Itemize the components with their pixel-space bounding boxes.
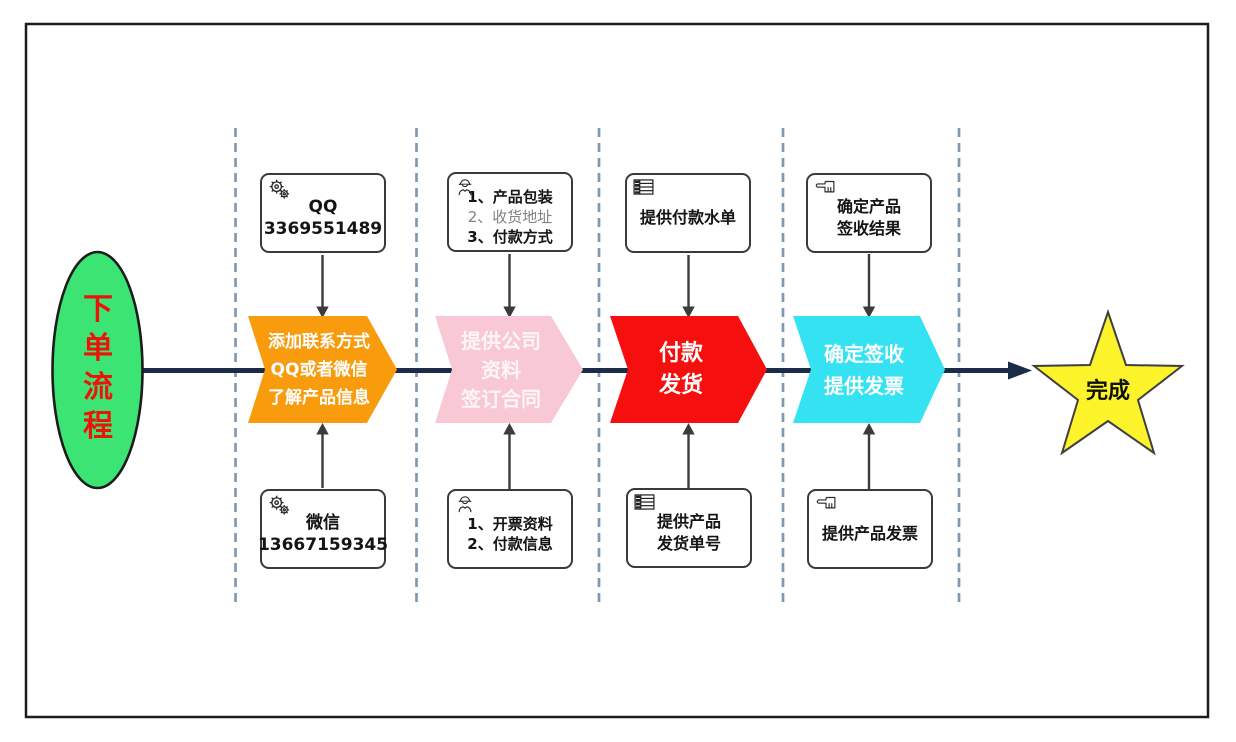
start-node	[51, 250, 144, 490]
note-line: 确定产品	[836, 197, 901, 216]
connector-top-1	[316, 255, 329, 318]
engineer-icon	[455, 495, 475, 513]
connector-bottom-2	[503, 423, 516, 489]
note-line: 提供付款水单	[639, 208, 736, 227]
connector-top-3	[682, 255, 695, 318]
diagram-border	[24, 22, 1210, 719]
note-line: 3369551489	[263, 219, 383, 239]
note-wechat-contact: 微信 13667159345	[257, 489, 389, 569]
note-order-info: 1、产品包装 2、收货地址 3、付款方式	[447, 172, 573, 252]
connector-top-2	[503, 254, 516, 318]
hand-icon	[814, 179, 836, 195]
connector-bottom-1	[316, 423, 329, 488]
note-product-invoice: 提供产品发票	[807, 489, 933, 569]
note-qq-contact: QQ 3369551489	[260, 173, 386, 253]
note-line: 签收结果	[836, 219, 901, 238]
note-line: 13667159345	[257, 535, 389, 555]
note-line: 发货单号	[656, 534, 721, 553]
finish-star-label: 完成	[1085, 379, 1130, 404]
note-payment-slip: 提供付款水单	[625, 173, 751, 253]
step-1-chevron	[248, 316, 397, 423]
note-line: 1、产品包装	[467, 188, 553, 206]
note-line: 3、付款方式	[467, 228, 553, 246]
note-line: 提供产品发票	[821, 524, 918, 543]
note-sign-result: 确定产品 签收结果	[806, 173, 932, 253]
finish-star	[1031, 308, 1185, 456]
note-line: 2、付款信息	[467, 535, 553, 553]
flow-arrowhead-icon	[1008, 361, 1032, 380]
gears-icon	[268, 179, 291, 200]
start-node-label: 下单流程	[83, 292, 113, 444]
gears-icon	[268, 495, 291, 516]
note-invoice-info: 1、开票资料 2、付款信息	[447, 489, 573, 569]
table-icon	[633, 179, 654, 195]
note-shipping-number: 提供产品 发货单号	[626, 488, 752, 568]
connector-top-4	[862, 254, 876, 318]
step-2-chevron	[435, 316, 583, 423]
step-3-chevron	[610, 316, 767, 423]
note-line: QQ	[308, 197, 338, 217]
note-line: 1、开票资料	[467, 515, 553, 533]
engineer-icon	[455, 178, 475, 196]
connector-bottom-3	[682, 423, 695, 488]
step-4-chevron	[793, 316, 945, 423]
note-line: 提供产品	[656, 512, 721, 531]
connector-bottom-4	[862, 423, 876, 489]
hand-icon	[815, 495, 837, 511]
note-line: 微信	[306, 513, 340, 533]
note-line: 2、收货地址	[467, 208, 553, 226]
table-icon	[634, 494, 655, 510]
